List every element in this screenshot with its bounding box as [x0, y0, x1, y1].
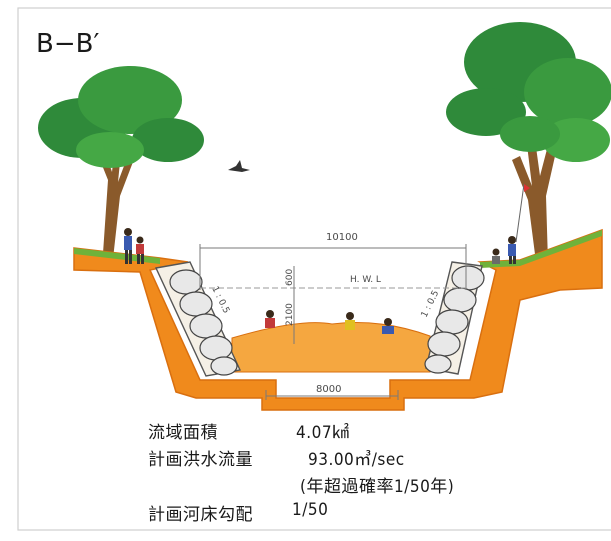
- bird-icon: [228, 160, 250, 172]
- right-stone-wall: [424, 261, 485, 375]
- figure-frame: [17, 7, 611, 531]
- earth-section: [73, 228, 603, 411]
- slope-right-label: 1 : 0.5: [420, 289, 442, 319]
- info-value-basin-area: 4.07㎢: [296, 423, 350, 443]
- freeboard-label: 600: [285, 269, 295, 286]
- info-value-bed-gradient: 1/50: [292, 500, 329, 520]
- water-level-label: H. W. L: [350, 275, 381, 285]
- info-label-design-flow: 計画洪水流量: [148, 450, 253, 470]
- info-value-design-flow: 93.00㎥/sec: [308, 450, 405, 470]
- info-value-return-period: (年超過確率1/50年): [300, 477, 455, 497]
- section-title: B−B′: [36, 29, 99, 59]
- height-total-label: 2100: [285, 303, 295, 326]
- people-left-bank: [124, 228, 144, 264]
- left-stone-wall: [154, 261, 242, 377]
- people-right-bank: [492, 183, 530, 264]
- dimension-top-width: [199, 244, 467, 290]
- bottom-width-label: 8000: [316, 384, 341, 395]
- right-tree: [446, 22, 611, 262]
- left-tree: [38, 66, 204, 268]
- dimension-bottom-width: [265, 390, 399, 400]
- top-width-label: 10100: [326, 232, 358, 243]
- people-riverbed: [265, 310, 394, 334]
- info-label-basin-area: 流域面積: [148, 423, 218, 443]
- info-label-bed-gradient: 計画河床勾配: [148, 505, 253, 525]
